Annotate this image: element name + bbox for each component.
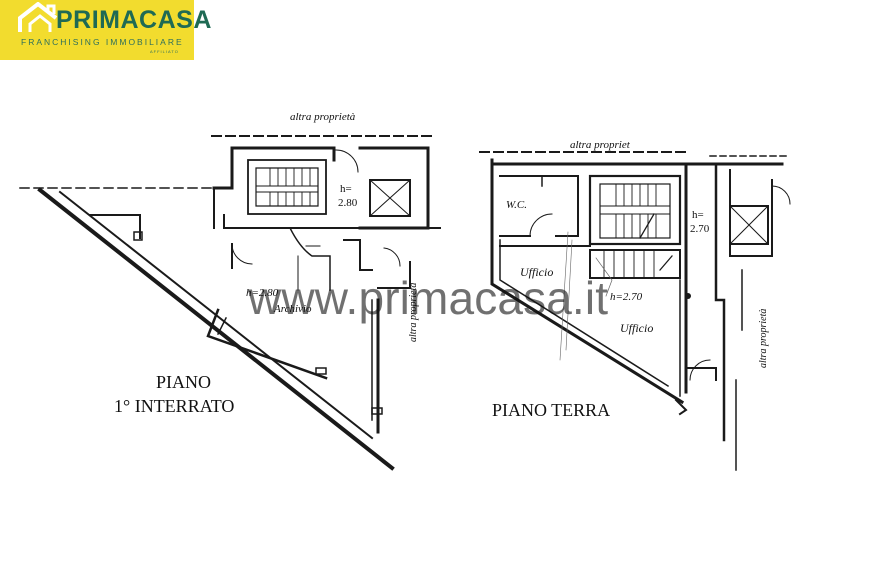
watermark-text: www.primacasa.it	[247, 272, 608, 324]
ground-height-label-2: h=2.70	[610, 291, 643, 303]
ground-title: PIANO TERRA	[492, 400, 610, 420]
logo-tagline: FRANCHISING IMMOBILIARE	[21, 37, 184, 47]
ground-top-label: altra propriet	[570, 139, 631, 151]
basement-top-label: altra proprietà	[290, 111, 356, 123]
ground-plan	[479, 151, 791, 471]
ground-height-value: 2.70	[690, 223, 710, 235]
ground-office-label-1: Ufficio	[520, 265, 553, 279]
ground-wc-label: W.C.	[506, 199, 527, 211]
basement-height-label: h=	[340, 183, 352, 195]
house-logo-icon	[18, 2, 58, 32]
logo-affiliate: AFFILIATO	[150, 49, 179, 54]
ground-office-label-2: Ufficio	[620, 321, 653, 335]
ground-height-label: h=	[692, 209, 704, 221]
logo-name: PRIMACASA	[56, 6, 212, 34]
primacasa-logo: PRIMACASA FRANCHISING IMMOBILIARE AFFILI…	[0, 0, 211, 60]
basement-archive-label: Archivio	[273, 303, 312, 315]
basement-title-line2: 1° INTERRATO	[114, 396, 234, 416]
basement-side-label: altra proprietà	[408, 283, 419, 342]
basement-height-label-2: h=2.80	[246, 287, 279, 299]
basement-plan	[19, 135, 441, 471]
basement-height-value: 2.80	[338, 197, 358, 209]
ground-side-label: altra proprietà	[758, 309, 769, 368]
basement-title-line1: PIANO	[156, 372, 211, 392]
